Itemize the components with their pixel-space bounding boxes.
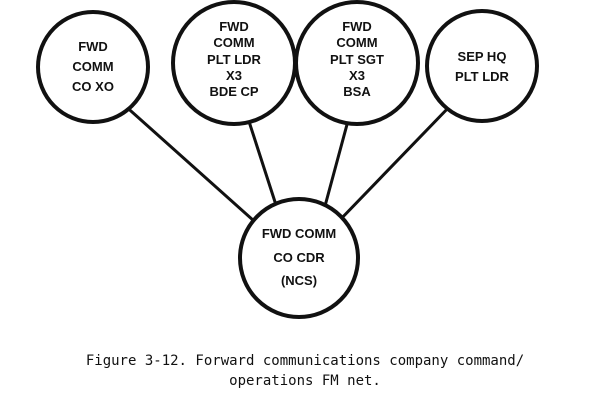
node-label-line: SEP HQ bbox=[458, 49, 507, 64]
node-label-line: BSA bbox=[343, 84, 371, 99]
node-label-line: X3 bbox=[226, 68, 242, 83]
connector-co-xo-to-co-cdr bbox=[120, 101, 265, 231]
node-label-line: PLT LDR bbox=[207, 52, 262, 67]
figure-caption-line-1: Figure 3-12. Forward communications comp… bbox=[85, 353, 525, 369]
node-fwd-comm-co-xo: FWD COMM CO XO bbox=[36, 10, 150, 124]
node-fwd-comm-co-cdr: FWD COMM CO CDR (NCS) bbox=[238, 197, 360, 319]
node-fwd-comm-plt-ldr: FWD COMM PLT LDR X3 BDE CP bbox=[171, 0, 297, 126]
node-label-line: BDE CP bbox=[209, 84, 258, 99]
node-label-line: COMM bbox=[213, 35, 254, 50]
node-label-line: FWD bbox=[219, 19, 249, 34]
node-fwd-comm-plt-sgt: FWD COMM PLT SGT X3 BSA bbox=[294, 0, 420, 126]
node-label-line: (NCS) bbox=[281, 273, 317, 288]
connector-sep-hq-to-co-cdr bbox=[335, 103, 453, 225]
figure-caption-line-2: operations FM net. bbox=[229, 373, 381, 389]
node-label-line: X3 bbox=[349, 68, 365, 83]
node-label-line: PLT LDR bbox=[455, 69, 510, 84]
node-label-line: CO CDR bbox=[273, 250, 325, 265]
node-label-line: FWD bbox=[78, 39, 108, 54]
node-label-line: PLT SGT bbox=[330, 52, 384, 67]
node-label-line: CO XO bbox=[72, 79, 114, 94]
node-label-line: COMM bbox=[72, 59, 113, 74]
node-label-line: FWD COMM bbox=[262, 226, 336, 241]
node-label-line: COMM bbox=[336, 35, 377, 50]
node-label-line: FWD bbox=[342, 19, 372, 34]
node-sep-hq-plt-ldr: SEP HQ PLT LDR bbox=[425, 9, 539, 123]
